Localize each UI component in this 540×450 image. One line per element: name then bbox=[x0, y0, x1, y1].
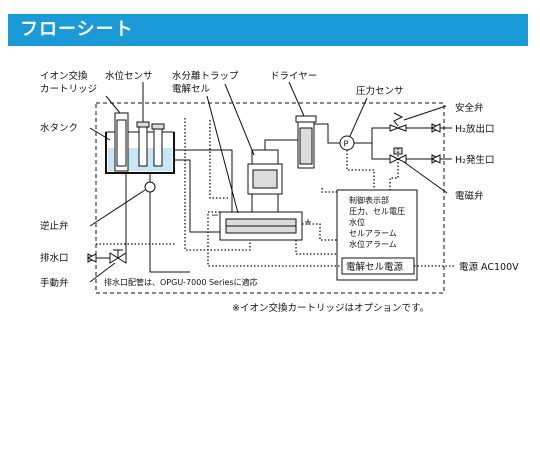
water-separation-trap bbox=[247, 149, 283, 213]
electrolytic-cell bbox=[219, 211, 303, 241]
system-enclosure bbox=[95, 102, 445, 294]
label-h2-vent-outlet: H₂放出口 bbox=[455, 123, 494, 135]
dryer bbox=[295, 115, 317, 169]
label-electrolytic-cell: 電解セル bbox=[172, 83, 211, 95]
control-line-1: 制御表示部 bbox=[349, 195, 389, 205]
label-water-trap: 水分離トラップ bbox=[172, 70, 239, 82]
label-h2-outlet: H₂発生口 bbox=[455, 154, 494, 166]
pressure-gauge-symbol: P bbox=[344, 140, 349, 149]
label-check-valve: 逆止弁 bbox=[40, 220, 69, 232]
control-line-2: 圧力、セル電圧 bbox=[349, 206, 405, 216]
manual-valve-symbol bbox=[109, 249, 127, 264]
label-solenoid-valve: 電磁弁 bbox=[455, 190, 484, 202]
label-cell-power: 電解セル電源 bbox=[346, 261, 404, 273]
drain-port-symbol bbox=[86, 253, 98, 263]
control-line-4: セルアラーム bbox=[349, 229, 397, 238]
leader-lines bbox=[89, 81, 448, 283]
label-power-supply: 電源 AC100V bbox=[459, 262, 519, 273]
water-level-sensor bbox=[136, 121, 165, 167]
label-safety-valve: 安全弁 bbox=[455, 102, 484, 114]
footnote: ※イオン交換カートリッジはオプションです。 bbox=[232, 302, 429, 314]
safety-valve-symbol bbox=[389, 112, 407, 132]
page-title: フローシート bbox=[20, 19, 134, 40]
label-drain-note: 排水口配管は、OPGU-7000 Seriesに適応 bbox=[104, 277, 258, 287]
label-water-level-sensor: 水位センサ bbox=[105, 70, 153, 82]
label-ion-exchange-2: カートリッジ bbox=[40, 84, 97, 95]
control-line-3: 水位 bbox=[349, 217, 365, 227]
label-dryer: ドライヤー bbox=[270, 71, 317, 82]
h2-vent-outlet-symbol bbox=[430, 123, 442, 133]
label-manual-valve: 手動弁 bbox=[40, 277, 69, 289]
label-water-tank: 水タンク bbox=[40, 122, 78, 134]
control-line-5: 水位アラーム bbox=[349, 239, 397, 249]
label-pressure-sensor: 圧力センサ bbox=[356, 85, 404, 97]
cell-minus-sign: − bbox=[211, 210, 219, 221]
label-ion-exchange-1: イオン交換 bbox=[40, 70, 88, 82]
header-bar: フローシート bbox=[8, 14, 528, 46]
ion-exchange-cartridge bbox=[114, 112, 129, 172]
check-valve-symbol bbox=[144, 181, 156, 193]
cell-plus-sign: + bbox=[304, 217, 312, 228]
h2-outlet-symbol bbox=[430, 154, 442, 164]
label-drain-port: 排水口 bbox=[40, 252, 69, 264]
